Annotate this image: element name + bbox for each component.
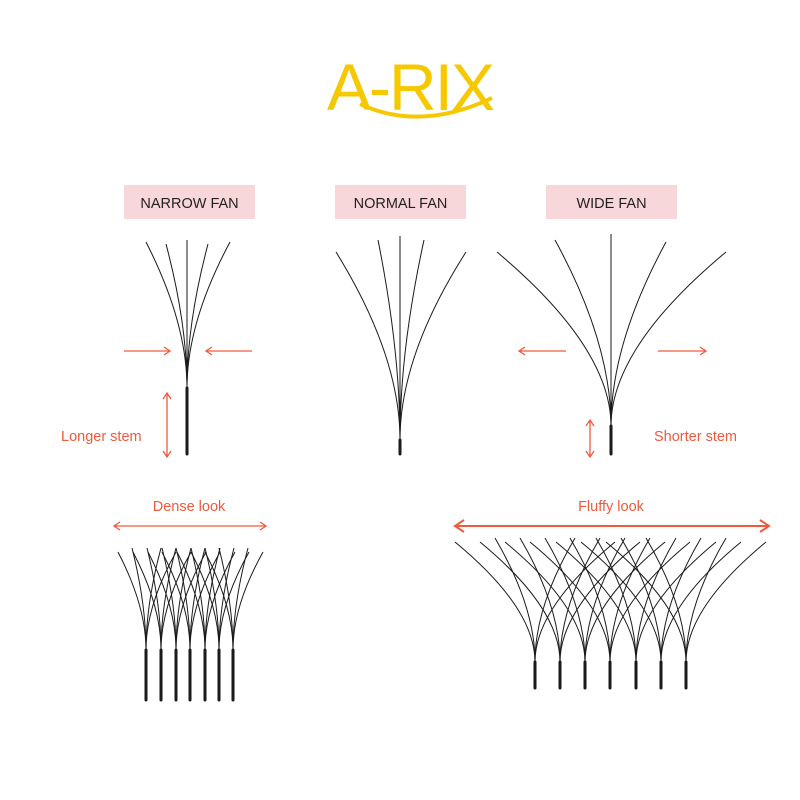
wide-fan — [496, 234, 727, 456]
wide-fan-label: WIDE FAN — [576, 196, 646, 212]
fluffy-fan-7-lash-2 — [645, 537, 687, 663]
fluffy-lash-strip — [454, 537, 767, 690]
fluffy-fan-6-lash-3 — [660, 537, 702, 663]
dense-fan-3-lash-2 — [161, 547, 177, 651]
fluffy-fan-5-lash-2 — [595, 537, 637, 663]
left-outward-arrow — [517, 346, 566, 356]
dense-fan-5-lash-4 — [204, 551, 236, 651]
wide-fan-lash-2 — [554, 239, 612, 427]
dense-fan-4-lash-3 — [189, 547, 206, 651]
wide-fan-label-box — [546, 185, 677, 219]
dense-fan-7-lash-2 — [218, 547, 234, 651]
narrow-fan-label: NARROW FAN — [140, 196, 238, 212]
fluffy-fan-4-lash-2 — [569, 537, 611, 663]
fluffy-fan-5-lash-1 — [555, 541, 637, 663]
wide-fan-lash-4 — [610, 241, 667, 427]
fluffy-look-label: Fluffy look — [578, 499, 645, 515]
fluffy-fan-1-lash-2 — [494, 537, 536, 663]
dense-fan-7-lash-4 — [232, 551, 264, 651]
fluffy-fan-4-lash-4 — [609, 541, 691, 663]
narrow-fan-lash-4 — [186, 243, 209, 389]
narrow-fan — [145, 239, 231, 456]
brand-logo-text: A-RIX — [327, 50, 494, 124]
fluffy-fan-2-lash-2 — [519, 537, 561, 663]
wide-fan-lash-1 — [496, 251, 612, 427]
narrow-fan-lash-5 — [186, 241, 231, 389]
shorter-stem-label: Shorter stem — [654, 429, 737, 445]
normal-fan-lash-2 — [377, 239, 401, 441]
normal-fan-lash-5 — [399, 251, 467, 441]
left-inward-arrow — [124, 346, 172, 356]
normal-fan-label: NORMAL FAN — [354, 196, 448, 212]
fluffy-fan-6-lash-4 — [660, 541, 742, 663]
dense-fan-7-lash-3 — [232, 547, 249, 651]
dense-fan-1-lash-1 — [117, 551, 147, 651]
fluffy-fan-2-lash-1 — [479, 541, 561, 663]
dense-fan-5-lash-2 — [190, 547, 206, 651]
logo-swoosh — [359, 96, 493, 119]
wide-outward-arrows — [517, 346, 708, 356]
fan-labels: NARROW FAN NORMAL FAN WIDE FAN — [124, 185, 677, 219]
normal-fan — [335, 236, 467, 456]
fluffy-fan-6-lash-2 — [620, 537, 662, 663]
fluffy-fan-3-lash-1 — [504, 541, 586, 663]
normal-fan-lash-1 — [335, 251, 401, 441]
fluffy-look-arrow — [453, 519, 771, 533]
dense-fan-6-lash-2 — [204, 547, 220, 651]
normal-fan-lash-4 — [399, 239, 425, 441]
brand-logo: A-RIX — [327, 50, 496, 124]
fluffy-fan-3-lash-3 — [584, 537, 626, 663]
dense-lash-strip — [117, 547, 264, 702]
fluffy-fan-1-lash-1 — [454, 541, 536, 663]
longer-stem-label: Longer stem — [61, 429, 142, 445]
narrow-inward-arrows — [124, 346, 252, 356]
dense-fan-6-lash-4 — [218, 551, 250, 651]
dense-fan-3-lash-4 — [175, 551, 207, 651]
fluffy-fan-6-lash-1 — [580, 541, 662, 663]
dense-look-arrow — [112, 521, 268, 531]
normal-fan-label-box — [335, 185, 466, 219]
longer-stem-arrow — [162, 391, 172, 459]
fluffy-fan-7-lash-4 — [685, 541, 767, 663]
right-inward-arrow — [204, 346, 252, 356]
fluffy-fan-7-lash-3 — [685, 537, 727, 663]
right-outward-arrow — [658, 346, 708, 356]
fluffy-fan-3-lash-2 — [544, 537, 586, 663]
shorter-stem-arrow — [585, 418, 595, 459]
fluffy-fan-4-lash-1 — [529, 541, 611, 663]
fluffy-fan-7-lash-1 — [605, 541, 687, 663]
fluffy-fan-4-lash-3 — [609, 537, 651, 663]
dense-fan-2-lash-3 — [160, 547, 177, 651]
narrow-fan-label-box — [124, 185, 255, 219]
dense-look-label: Dense look — [153, 499, 226, 515]
wide-fan-lash-5 — [610, 251, 727, 427]
fluffy-fan-5-lash-4 — [635, 541, 717, 663]
fluffy-fan-3-lash-4 — [584, 541, 666, 663]
